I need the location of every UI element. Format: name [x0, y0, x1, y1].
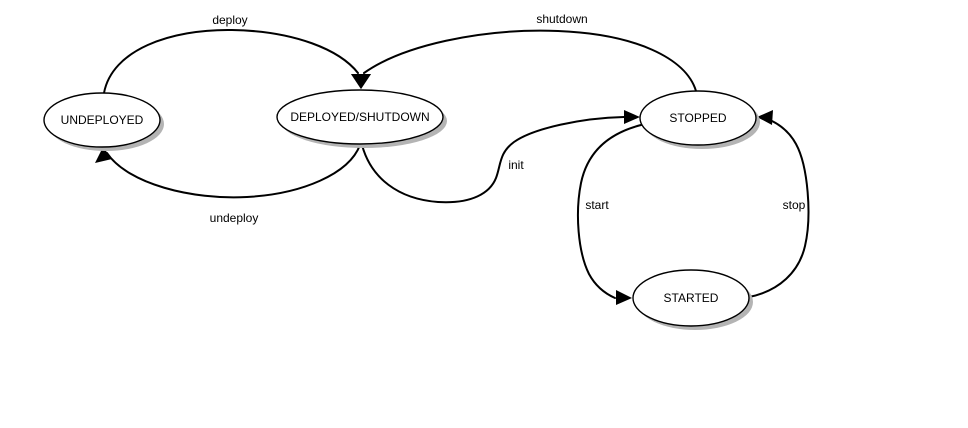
transition-start-path [577, 124, 642, 299]
transition-shutdown: shutdown [351, 12, 697, 92]
state-undeployed: UNDEPLOYED [43, 92, 164, 151]
transition-init-label: init [508, 158, 524, 172]
state-deployed-shutdown-label: DEPLOYED/SHUTDOWN [290, 110, 429, 124]
state-undeployed-label: UNDEPLOYED [61, 113, 144, 127]
transition-stop-label: stop [783, 198, 806, 212]
transition-undeploy-arrowhead-icon [95, 147, 112, 163]
transition-undeploy-path [106, 144, 361, 199]
state-started-ellipse [632, 269, 750, 327]
transition-stop-arrowhead-icon [757, 110, 773, 125]
state-started-label: STARTED [664, 291, 719, 305]
transition-shutdown-path [363, 29, 697, 92]
transition-undeploy: undeploy [95, 144, 361, 225]
state-stopped-label: STOPPED [669, 111, 726, 125]
state-stopped: STOPPED [639, 90, 760, 149]
transition-deploy: deploy [103, 13, 371, 94]
transition-shutdown-arrowhead-icon [351, 74, 371, 89]
state-started: STARTED [632, 269, 753, 330]
transition-undeploy-label: undeploy [210, 211, 259, 225]
transition-init-path [361, 116, 625, 204]
state-undeployed-ellipse [43, 92, 161, 148]
state-stopped-ellipse [639, 90, 757, 146]
transition-init-arrowhead-icon [624, 110, 640, 124]
state-deployed-shutdown: DEPLOYED/SHUTDOWN [276, 89, 447, 148]
transition-start-arrowhead-icon [616, 290, 632, 305]
transition-deploy-label: deploy [212, 13, 247, 27]
transition-stop: stop [748, 110, 810, 298]
state-deployed-shutdown-ellipse [276, 89, 444, 145]
transition-init: init [361, 110, 640, 204]
transition-stop-path [748, 120, 810, 298]
transition-deploy-path [103, 28, 359, 94]
transition-start: start [577, 124, 642, 305]
transition-shutdown-label: shutdown [536, 12, 587, 26]
transition-start-label: start [585, 198, 609, 212]
